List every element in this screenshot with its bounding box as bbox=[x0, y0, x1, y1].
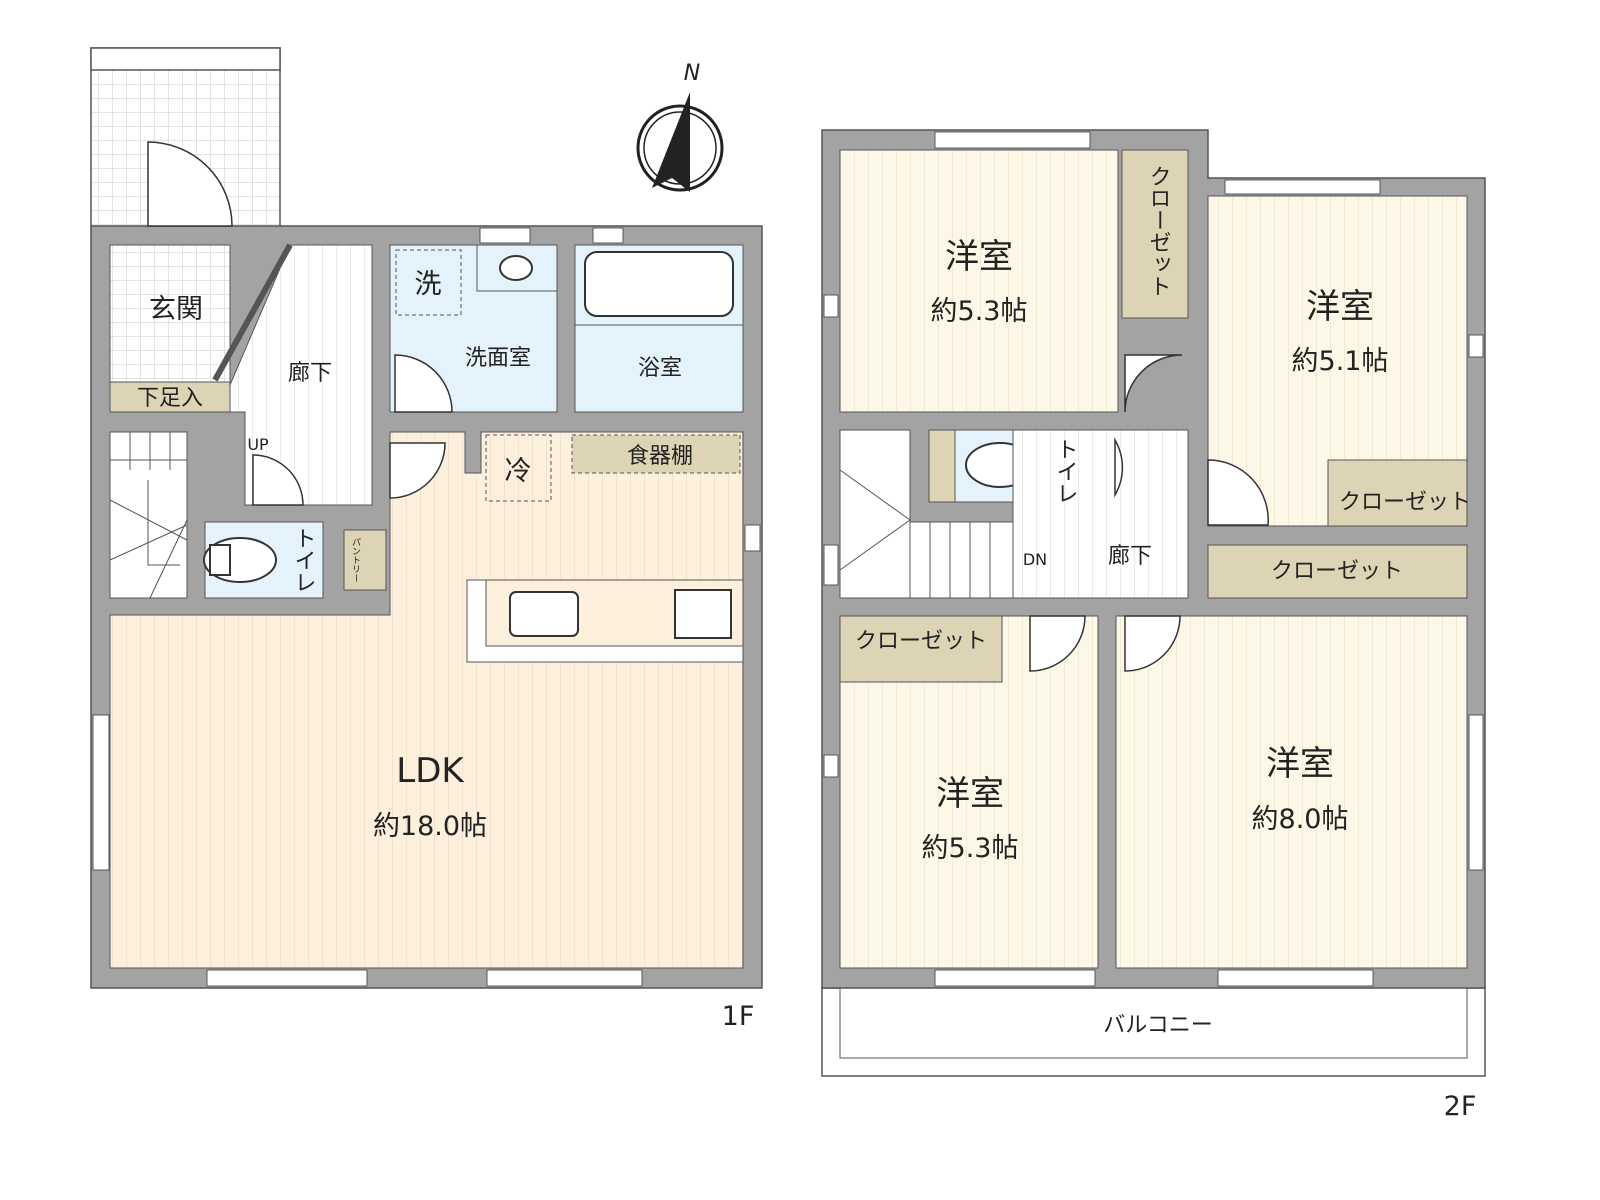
room-ne-size: 約5.1帖 bbox=[1292, 346, 1389, 377]
closet-3-label: クローゼット bbox=[1271, 559, 1403, 584]
closet-4 bbox=[839, 615, 1003, 683]
room-se-size: 約8.0帖 bbox=[1252, 804, 1349, 835]
fridge-label: 冷 bbox=[505, 456, 532, 487]
hallway-1f-floor bbox=[229, 244, 373, 506]
cupboard bbox=[571, 434, 741, 474]
closet-1 bbox=[1121, 149, 1189, 319]
closet-2 bbox=[1327, 459, 1468, 527]
closet-3 bbox=[1207, 544, 1468, 599]
washroom-label: 洗面室 bbox=[465, 346, 531, 371]
bathtub-icon bbox=[584, 251, 734, 317]
washer-label: 洗 bbox=[415, 269, 442, 300]
toilet-2f-label: トイレ bbox=[1053, 438, 1078, 504]
hallway-2f-floor bbox=[1012, 429, 1189, 599]
hallway-1f-label: 廊下 bbox=[288, 361, 332, 386]
stairs-2f bbox=[839, 429, 911, 599]
room-se-floor bbox=[1115, 615, 1468, 969]
room-nw-size: 約5.3帖 bbox=[931, 296, 1028, 327]
bathroom-label: 浴室 bbox=[638, 356, 682, 381]
shoe-storage-label: 下足入 bbox=[137, 386, 203, 411]
toilet-1f-label: トイレ bbox=[291, 527, 316, 593]
sink-icon bbox=[499, 255, 533, 281]
closet-2-label: クローゼット bbox=[1339, 490, 1471, 515]
pantry bbox=[343, 529, 387, 591]
room-sw-name: 洋室 bbox=[936, 774, 1004, 814]
balcony-label: バルコニー bbox=[1103, 1013, 1213, 1038]
entrance-floor bbox=[109, 244, 231, 383]
ldk-name: LDK bbox=[396, 751, 465, 791]
hallway-2f-label: 廊下 bbox=[1108, 544, 1152, 569]
second-floor-label: 2F bbox=[1444, 1091, 1477, 1122]
second-floor: 洋室 約5.3帖 クローゼット 洋室 約5.1帖 クローゼット トイレ DN 廊… bbox=[821, 129, 1486, 1122]
room-nw-floor bbox=[839, 149, 1119, 413]
room-nw-name: 洋室 bbox=[945, 237, 1013, 277]
ldk-floor bbox=[109, 431, 744, 969]
up-label: UP bbox=[247, 435, 269, 454]
north-label: N bbox=[684, 61, 700, 86]
compass-icon: N bbox=[636, 61, 724, 192]
stove-icon bbox=[674, 589, 732, 639]
first-floor: 玄関 下足入 廊下 UP トイレ パントリー 洗 洗面室 浴室 冷 食器棚 LD… bbox=[90, 47, 763, 1032]
first-floor-label: 1F bbox=[722, 1001, 755, 1032]
washer-space bbox=[395, 249, 462, 316]
cupboard-label: 食器棚 bbox=[627, 444, 693, 469]
entrance-label: 玄関 bbox=[149, 294, 203, 325]
fridge-space bbox=[485, 434, 552, 502]
down-label: DN bbox=[1023, 550, 1047, 569]
closet-1-label: クローゼット bbox=[1146, 165, 1171, 297]
kitchen-sink-icon bbox=[509, 591, 579, 637]
room-sw-size: 約5.3帖 bbox=[922, 833, 1019, 864]
room-ne-name: 洋室 bbox=[1306, 287, 1374, 327]
pantry-label: パントリー bbox=[350, 537, 361, 582]
closet-4-label: クローゼット bbox=[855, 629, 987, 654]
ldk-size: 約18.0帖 bbox=[373, 811, 487, 842]
room-se-name: 洋室 bbox=[1266, 744, 1334, 784]
